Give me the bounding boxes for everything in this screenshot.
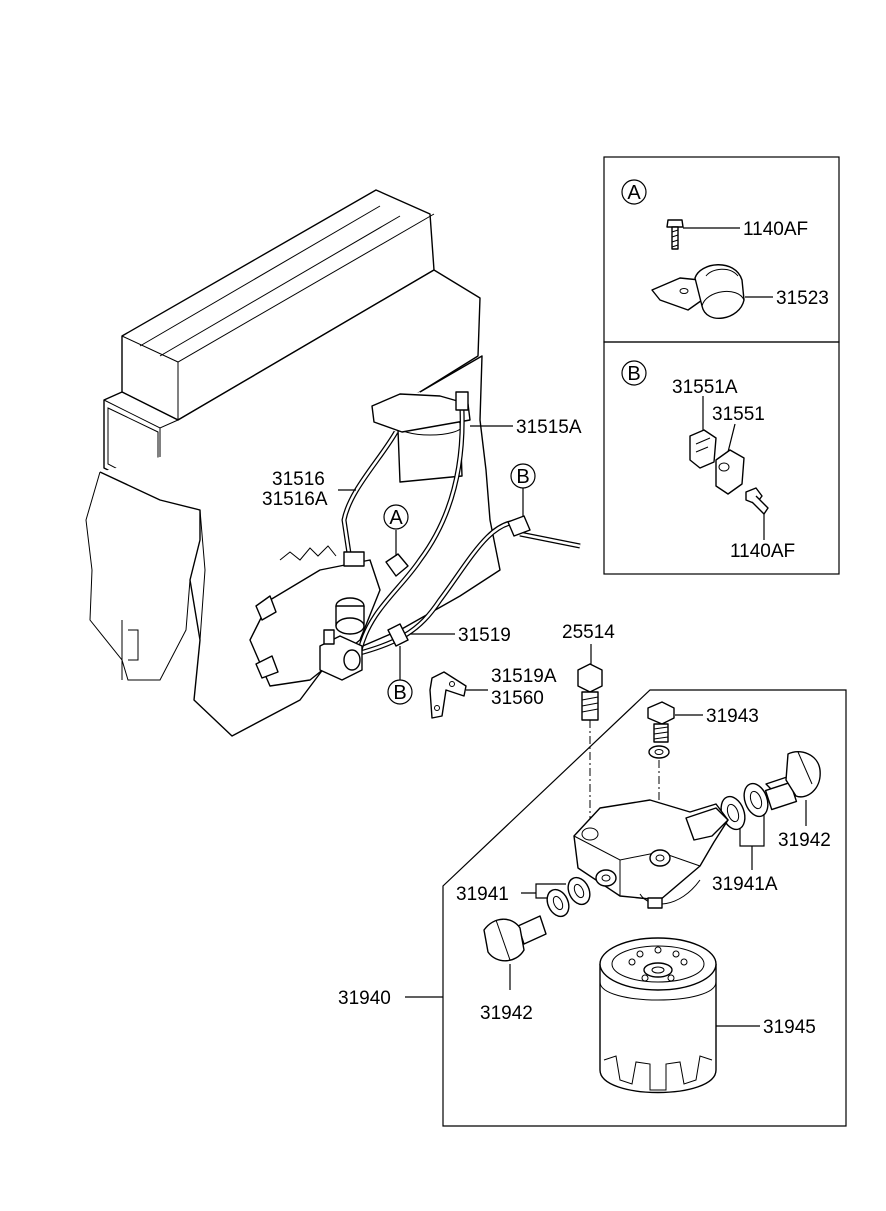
label-31560: 31560 [491, 688, 544, 709]
label-31942-bottom: 31942 [480, 1003, 533, 1024]
callout-b-box: B [621, 360, 647, 386]
label-31551a: 31551A [672, 377, 738, 398]
clamp-a-engine [385, 530, 409, 577]
callout-b-letter: B [627, 363, 640, 385]
clamp-31523 [651, 264, 773, 320]
label-1140af-b: 1140AF [730, 541, 795, 562]
label-31523: 31523 [776, 288, 829, 309]
callout-a-engine: A [383, 504, 409, 530]
clip-31551a [689, 429, 717, 469]
washers-31941 [521, 876, 591, 918]
bolt-31942-top [764, 751, 821, 826]
fuel-line-31516 [341, 430, 399, 567]
callout-a-letter: A [627, 182, 641, 204]
label-31943: 31943 [706, 706, 759, 727]
callout-a-box: A [621, 179, 647, 205]
label-31516: 31516 [272, 469, 325, 490]
label-31941: 31941 [456, 884, 509, 905]
bolt-25514 [577, 663, 603, 840]
detail-box-b [603, 341, 840, 575]
bolt-1140af-b [745, 487, 769, 540]
label-31942-top: 31942 [778, 830, 831, 851]
callout-a-engine-letter: A [389, 507, 403, 529]
bolt-31942-bottom [483, 915, 547, 990]
filter-head [573, 799, 729, 909]
engine-block [85, 189, 501, 737]
label-1140af-a: 1140AF [743, 219, 808, 240]
label-31519: 31519 [458, 625, 511, 646]
label-31941a: 31941A [712, 874, 778, 895]
label-31940: 31940 [338, 988, 391, 1009]
bolt-1140af-a [666, 219, 740, 250]
callout-b-engine-top-letter: B [516, 466, 529, 488]
label-31519a: 31519A [491, 666, 557, 687]
bracket-31560 [429, 671, 488, 719]
label-31551: 31551 [712, 404, 765, 425]
bolt-31943 [647, 701, 703, 840]
fuel-line-31519 [329, 515, 581, 663]
callout-b-engine-bottom-letter: B [393, 682, 406, 704]
label-31515a: 31515A [516, 417, 582, 438]
callout-b-engine-bottom: B [387, 679, 413, 705]
clip-31551 [715, 449, 745, 495]
banjo-fittings [319, 597, 365, 681]
label-31945: 31945 [763, 1017, 816, 1038]
label-25514: 25514 [562, 622, 615, 643]
callout-b-engine-top: B [510, 463, 536, 516]
filter-assembly-box [442, 689, 847, 1127]
oil-filter-31945 [599, 937, 760, 1094]
label-31516a: 31516A [262, 489, 328, 510]
fuel-line-31515a [357, 391, 469, 651]
clamp-b-engine [387, 623, 409, 680]
